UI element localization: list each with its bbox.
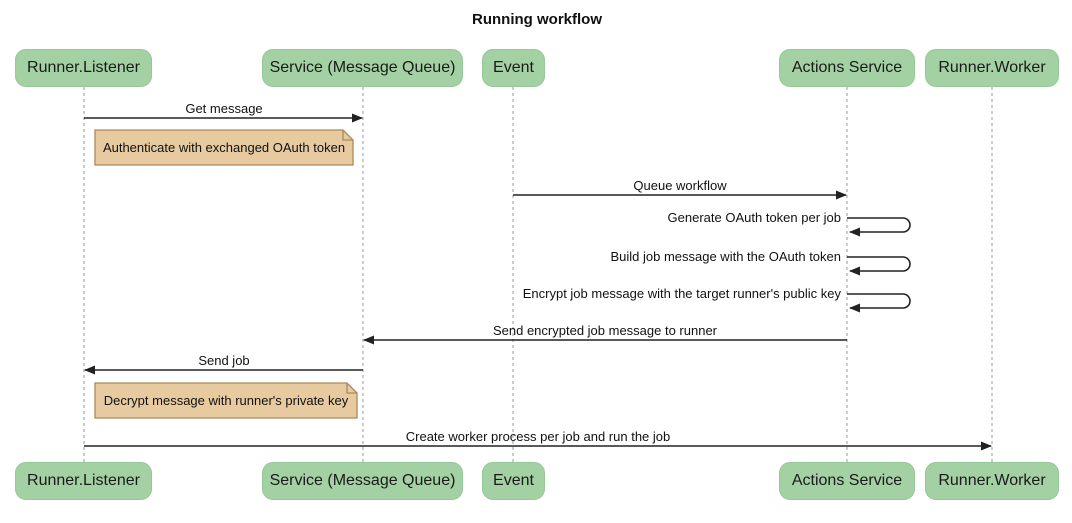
actor-top-service-message-queue: Service (Message Queue) <box>262 49 463 87</box>
arrow-self-encrypt-job-message <box>847 293 911 313</box>
arrow-self-generate-oauth-token <box>847 217 911 237</box>
actor-bottom-actions-service: Actions Service <box>779 462 915 500</box>
actor-top-event: Event <box>482 49 545 87</box>
message-label-build-job-message: Build job message with the OAuth token <box>610 249 841 264</box>
note-decrypt-shape <box>94 382 358 419</box>
actor-bottom-event: Event <box>482 462 545 500</box>
actor-top-runner-listener: Runner.Listener <box>15 49 152 87</box>
note-authenticate-label: Authenticate with exchanged OAuth token <box>102 140 346 155</box>
message-label-get-message: Get message <box>185 101 263 116</box>
note-authenticate-shape <box>94 129 354 166</box>
actor-bottom-runner-worker: Runner.Worker <box>925 462 1059 500</box>
arrow-self-build-job-message <box>847 256 911 276</box>
message-label-encrypt-job-message: Encrypt job message with the target runn… <box>522 286 841 301</box>
actor-bottom-runner-listener: Runner.Listener <box>15 462 152 500</box>
message-label-create-worker-process: Create worker process per job and run th… <box>405 429 671 444</box>
message-label-generate-oauth-token: Generate OAuth token per job <box>667 210 841 225</box>
actor-top-actions-service: Actions Service <box>779 49 915 87</box>
note-decrypt-fold-icon <box>346 383 357 394</box>
actor-top-runner-worker: Runner.Worker <box>925 49 1059 87</box>
actor-bottom-service-message-queue: Service (Message Queue) <box>262 462 463 500</box>
diagram-title: Running workflow <box>472 11 602 28</box>
message-label-queue-workflow: Queue workflow <box>633 178 727 193</box>
message-label-send-job: Send job <box>198 353 250 368</box>
note-decrypt-label: Decrypt message with runner's private ke… <box>103 393 349 408</box>
note-authenticate-fold-icon <box>342 130 353 141</box>
message-label-send-encrypted-job-message: Send encrypted job message to runner <box>492 323 718 338</box>
